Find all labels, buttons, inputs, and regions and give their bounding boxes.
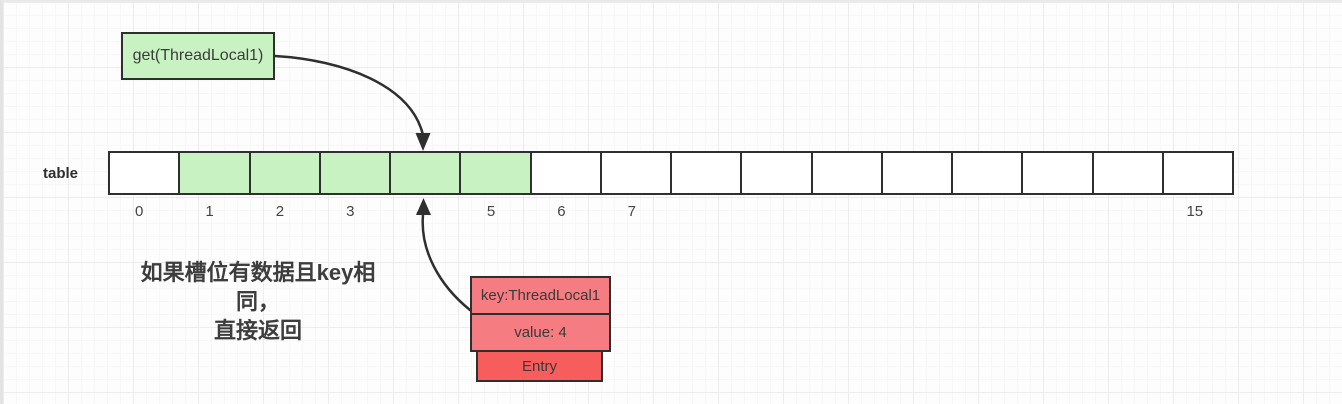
table-row — [108, 151, 1234, 195]
annotation-line-2: 直接返回 — [213, 318, 302, 343]
table-slot-14 — [1091, 151, 1164, 195]
slot-index-label-6: 6 — [557, 203, 566, 220]
entry-tag-label: Entry — [521, 357, 557, 375]
get-threadlocal-label: get(ThreadLocal1) — [132, 47, 264, 64]
annotation-text: 如果槽位有数据且key相同， 直接返回 — [119, 258, 397, 345]
entry-tag-box: Entry — [476, 350, 603, 382]
slot-index-label-4: 4 — [416, 203, 425, 220]
entry-key-label: key:ThreadLocal1 — [480, 287, 601, 304]
slot-index-label-2: 2 — [275, 203, 285, 220]
table-slot-13 — [1021, 151, 1094, 195]
slot-index-label-5: 5 — [486, 203, 496, 220]
slot-index-label-3: 3 — [346, 203, 355, 220]
table-slot-7 — [599, 151, 672, 195]
index-row: 0 1 2 3 4 5 6 7 15 — [104, 203, 1230, 220]
slot-index-label-12 — [949, 203, 1019, 220]
table-slot-15 — [1161, 151, 1234, 195]
table-slot-2 — [248, 151, 321, 195]
table-slot-6 — [529, 151, 602, 195]
slot-index-label-10 — [808, 203, 878, 220]
table-slot-0 — [108, 151, 181, 195]
slot-index-label-14 — [1089, 203, 1159, 220]
entry-key-box: key:ThreadLocal1 — [470, 276, 611, 315]
table-slot-10 — [810, 151, 883, 195]
slot-index-label-0: 0 — [135, 203, 144, 220]
get-threadlocal-box: get(ThreadLocal1) — [121, 32, 275, 80]
slot-index-label-13 — [1019, 203, 1089, 220]
slot-index-label-1: 1 — [205, 203, 214, 220]
table-slot-4 — [389, 151, 462, 195]
table-slot-11 — [880, 151, 953, 195]
annotation-line-1: 如果槽位有数据且key相同， — [140, 260, 376, 314]
table-slot-3 — [318, 151, 391, 195]
table-slot-12 — [951, 151, 1024, 195]
table-slot-8 — [670, 151, 743, 195]
table-label: table — [43, 165, 79, 182]
slot-index-label-7: 7 — [627, 203, 636, 220]
table-slot-1 — [178, 151, 251, 195]
entry-value-label: value: 4 — [514, 324, 567, 341]
table-slot-5 — [459, 151, 532, 195]
table-slot-9 — [740, 151, 813, 195]
slot-index-label-15: 15 — [1186, 203, 1204, 220]
slot-index-label-9 — [737, 203, 807, 220]
entry-value-box: value: 4 — [470, 313, 611, 352]
arrow-get-to-slot4 — [273, 54, 431, 151]
slot-index-label-8 — [667, 203, 737, 220]
slot-index-label-11 — [878, 203, 948, 220]
